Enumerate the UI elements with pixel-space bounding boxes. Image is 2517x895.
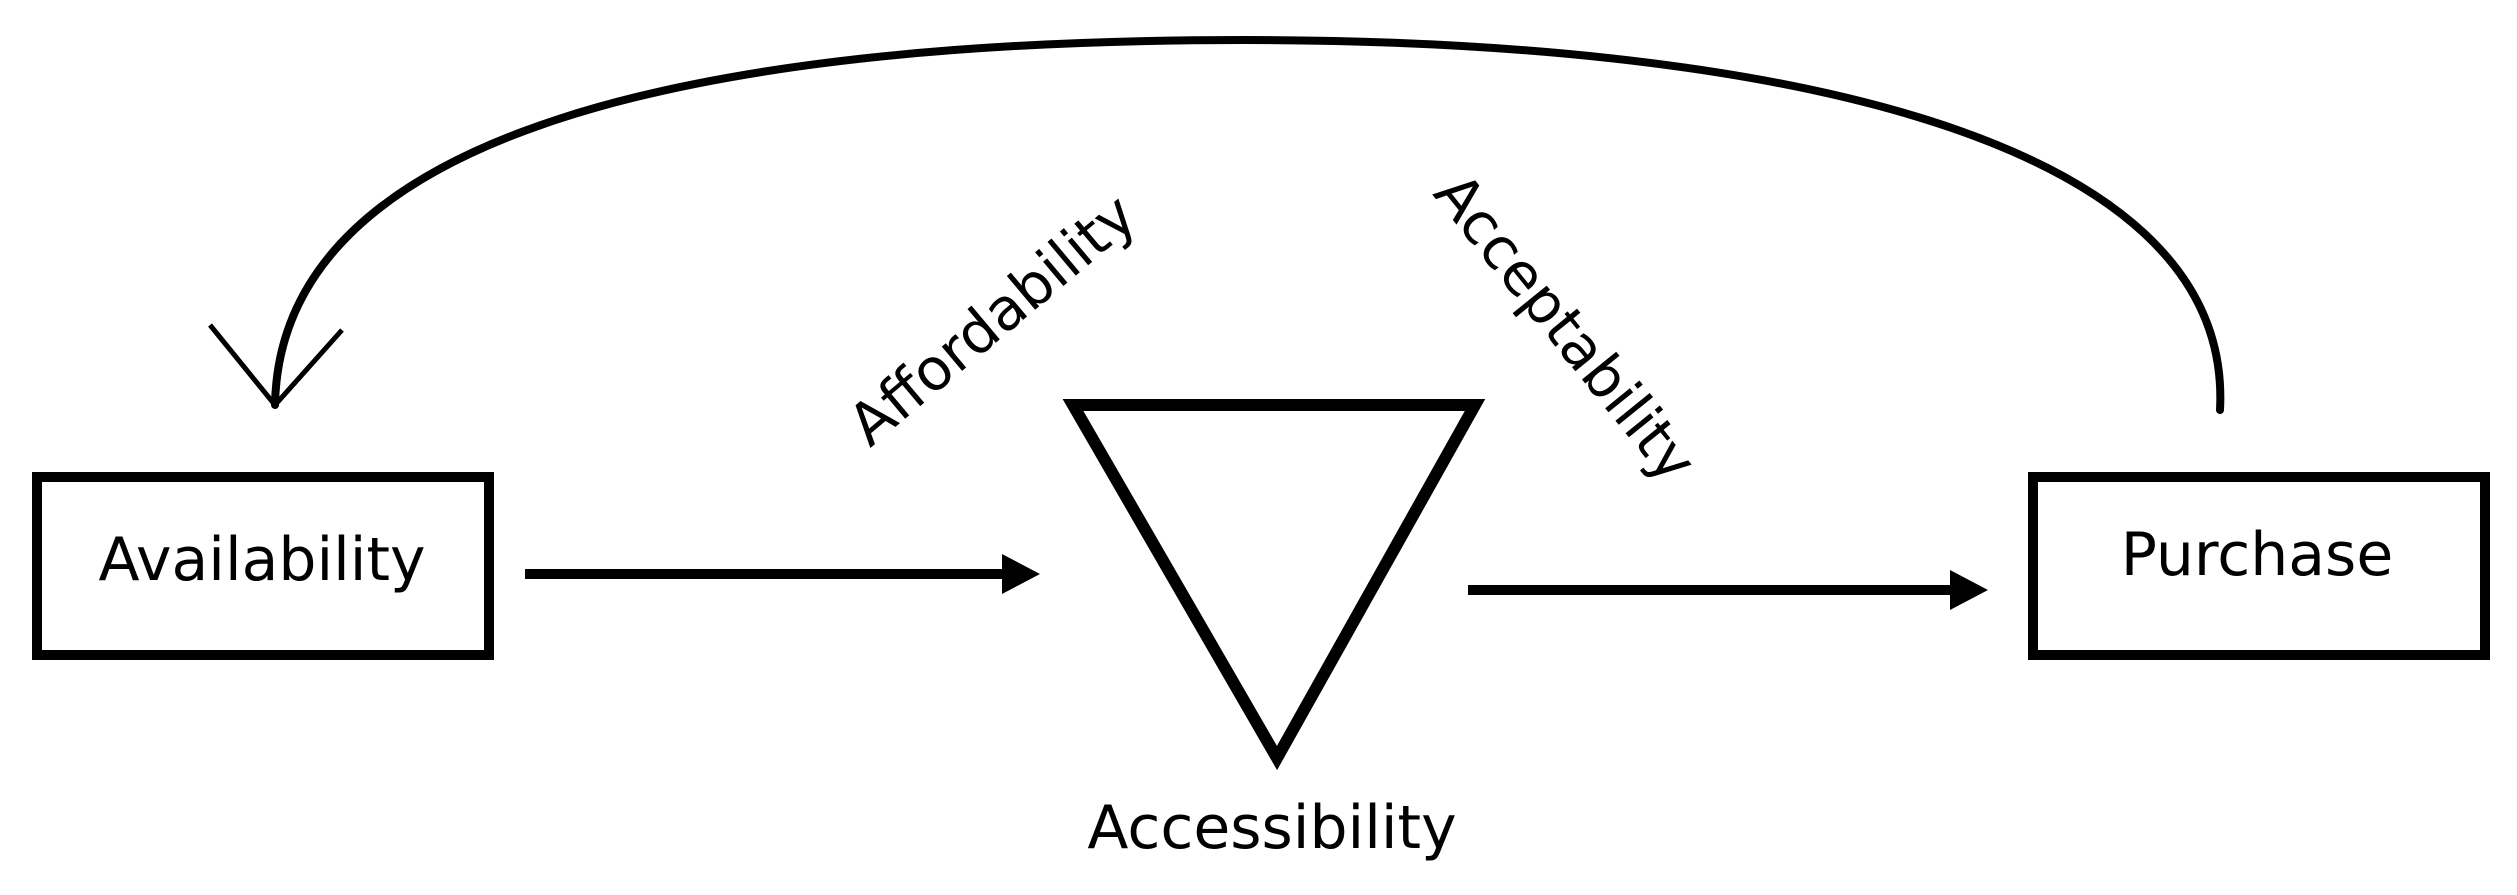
arrow-accessibility-to-purchase xyxy=(1468,570,1988,610)
acceptability-label: Acceptability xyxy=(1421,160,1710,495)
purchase-node: Purchase xyxy=(2028,472,2490,660)
purchase-label: Purchase xyxy=(2121,520,2393,590)
availability-node: Availability xyxy=(32,472,494,660)
purchase-box xyxy=(2028,472,2490,660)
feedback-curve xyxy=(271,35,2225,414)
accessibility-node: Accessibility xyxy=(1062,399,1486,863)
availability-box xyxy=(32,472,494,660)
arrow-availability-to-accessibility xyxy=(525,554,1040,594)
accessibility-triangle xyxy=(1062,399,1486,771)
accessibility-label: Accessibility xyxy=(1087,793,1456,863)
feedback-arrow-purchase-to-availability xyxy=(208,35,2225,414)
availability-label: Availability xyxy=(98,525,425,595)
feedback-arrowhead xyxy=(208,323,344,409)
